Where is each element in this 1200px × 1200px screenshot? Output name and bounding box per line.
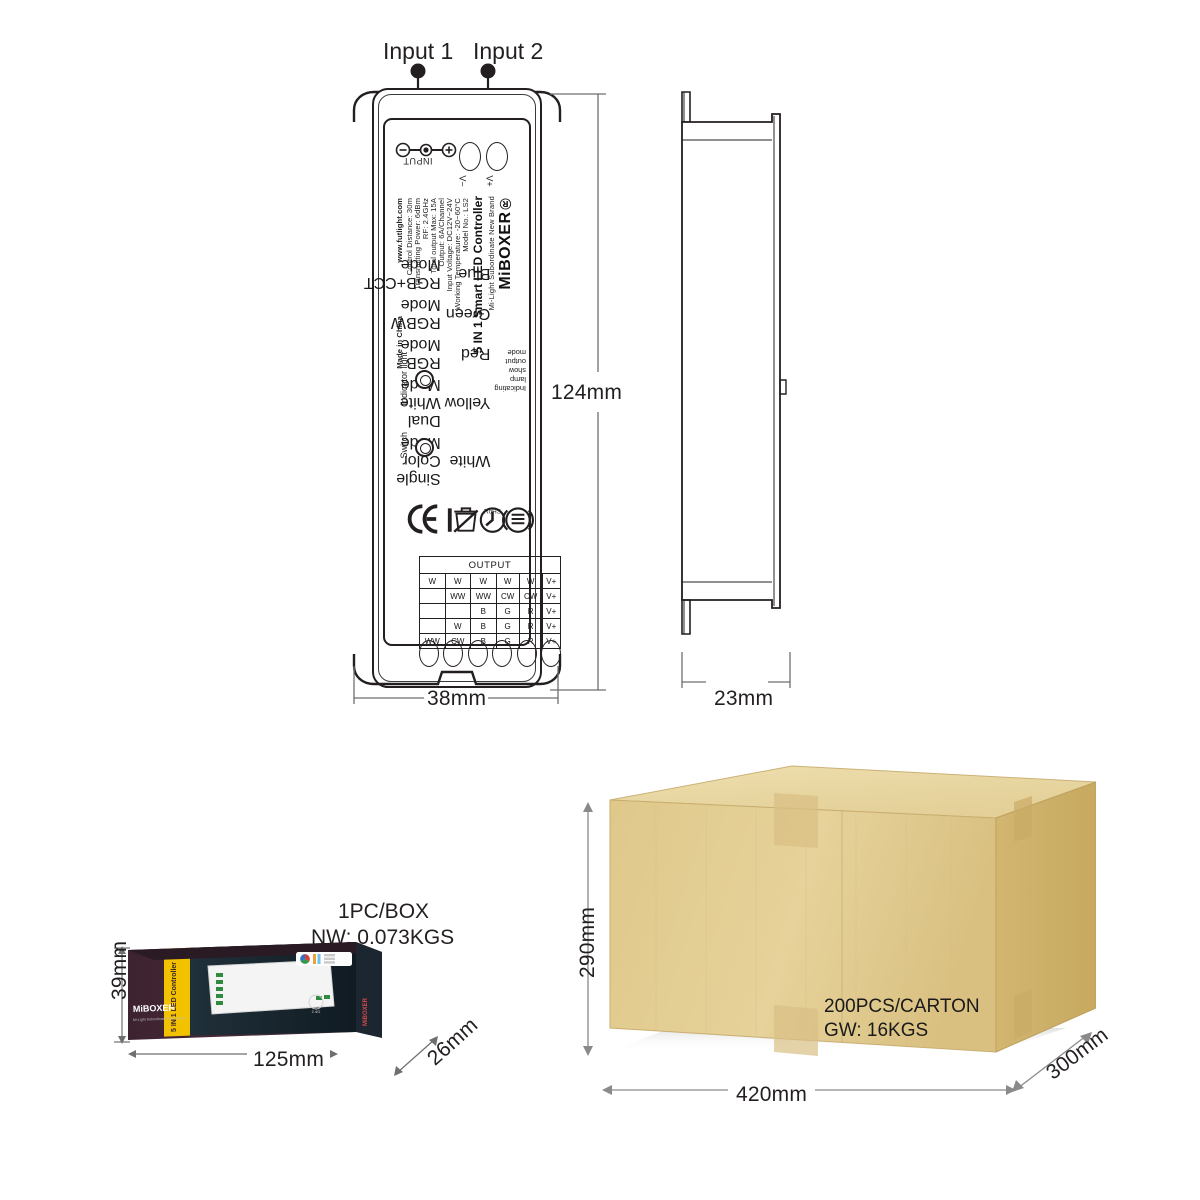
out-r2c2: B — [470, 603, 497, 619]
out-r3c0 — [419, 618, 446, 634]
retail-box-product-title: 5 IN 1 LED Controller — [171, 962, 178, 1032]
out-r1c0 — [419, 588, 446, 604]
mode-name-3: RGBW Mode — [390, 296, 441, 331]
out-r3c4: R — [518, 618, 543, 634]
input-terminal-label: INPUT — [403, 156, 433, 166]
dimension-height-retail-box — [114, 946, 130, 1044]
output-terminal-holes — [419, 640, 561, 670]
terminal-hole — [467, 640, 488, 667]
retail-box-image: MiBOXER Mi-Light Subordinate New Brand 5… — [120, 940, 450, 1055]
mode-name-4: RGB+CCT Mode — [364, 256, 441, 291]
retail-box-qty-note: 1PC/BOX — [338, 900, 430, 923]
out-r1c4: CW — [518, 588, 543, 604]
callout-label-input-2: Input 2 — [473, 38, 544, 64]
out-r1c3: CW — [495, 588, 520, 604]
out-r0c0: W — [419, 573, 446, 589]
switch-label: Switch — [399, 432, 409, 459]
input-polarity-icon — [395, 142, 457, 158]
out-r0c2: W — [470, 573, 497, 589]
dimension-depth-retail-box — [394, 1036, 438, 1076]
terminal-v-minus — [459, 142, 481, 171]
carton-image: 200PCS/CARTON GW: 16KGS — [596, 760, 1097, 1100]
terminal-label-v-plus: V+ — [484, 175, 495, 187]
svg-text:Mi-Light Subordinate New Brand: Mi-Light Subordinate New Brand — [133, 1016, 185, 1022]
device-faceplate: INPUT V− V+ MiBOXER® Mi-Light Subordinat… — [364, 118, 562, 667]
device-shell-inner-outline — [378, 94, 536, 682]
dimension-label-width-carton: 420mm — [728, 1083, 816, 1107]
certification-icons: RoHS — [407, 504, 534, 534]
terminal-hole — [540, 640, 561, 667]
indicator-light — [415, 370, 434, 389]
terminal-hole — [443, 640, 464, 667]
dimension-thickness-side — [681, 652, 791, 688]
table-row: WW WW CW CW V+ — [419, 588, 562, 604]
dimension-label-thickness-side: 23mm — [714, 687, 774, 710]
out-r3c1: W — [444, 618, 472, 634]
mode-color-0: White — [449, 452, 491, 469]
terminal-hole — [419, 640, 439, 667]
dimension-label-length-retail-box: 125mm — [247, 1048, 331, 1072]
indicating-lamp-mode-table: Indicating lamp show output mode White S… — [364, 256, 529, 490]
out-r0c5: V+ — [541, 573, 562, 589]
switch-button[interactable] — [415, 438, 434, 457]
mode-color-3: Green — [445, 305, 491, 322]
mode-color-4: Blue — [458, 265, 491, 282]
out-r3c3: G — [495, 618, 520, 634]
out-r1c5: V+ — [541, 588, 562, 604]
table-row: B G R V+ — [419, 603, 562, 619]
out-r2c3: G — [495, 603, 520, 619]
out-r0c1: W — [444, 573, 472, 589]
dimension-width-front — [353, 666, 559, 704]
out-r0c4: W — [518, 573, 543, 589]
dimension-height-carton — [583, 802, 593, 1056]
spec-rf: RF: 2.4GHz — [421, 198, 430, 240]
terminal-v-plus — [486, 142, 508, 171]
out-r3c2: B — [470, 618, 497, 634]
out-r2c1 — [444, 603, 472, 619]
dimension-height-front — [550, 93, 606, 691]
out-r1c1: WW — [444, 588, 472, 604]
dimension-depth-carton — [1012, 1032, 1092, 1092]
dimension-label-height-carton: 290mm — [576, 906, 599, 978]
device-side-view — [668, 88, 818, 688]
table-row: W W W W W V+ — [419, 573, 562, 589]
terminal-label-v-minus: V− — [457, 175, 468, 187]
dimension-label-width-front: 38mm — [427, 687, 487, 710]
terminal-hole — [516, 640, 537, 667]
carton-label-qty: 200PCS/CARTON — [824, 996, 980, 1017]
device-front-view: INPUT V− V+ MiBOXER® Mi-Light Subordinat… — [352, 88, 562, 688]
indicator-light-label: Indicator light — [399, 352, 409, 406]
mode-color-2: Red — [461, 345, 491, 362]
mode-table-header-line1: Indicating lamp — [494, 375, 526, 394]
dimension-label-height-front: 124mm — [551, 381, 623, 404]
terminal-hole — [492, 640, 513, 667]
out-r2c0 — [419, 603, 446, 619]
svg-text:MiBOXER: MiBOXER — [363, 997, 369, 1026]
dimension-label-height-retail-box: 39mm — [108, 940, 131, 1000]
carton-label-weight: GW: 16KGS — [824, 1020, 928, 1041]
out-r2c4: R — [518, 603, 543, 619]
retail-box-brand: MiBOXER — [133, 1003, 176, 1014]
mode-color-1: Yellow — [444, 394, 491, 411]
out-r1c2: WW — [470, 588, 497, 604]
out-r0c3: W — [495, 573, 520, 589]
mode-table-header-line2: show output mode — [505, 348, 526, 376]
spec-model: Model No.: LS2 — [461, 198, 470, 252]
svg-text:2.4G: 2.4G — [312, 1009, 321, 1014]
svg-text:RoHS: RoHS — [484, 509, 501, 516]
callout-label-input-1: Input 1 — [383, 38, 454, 64]
